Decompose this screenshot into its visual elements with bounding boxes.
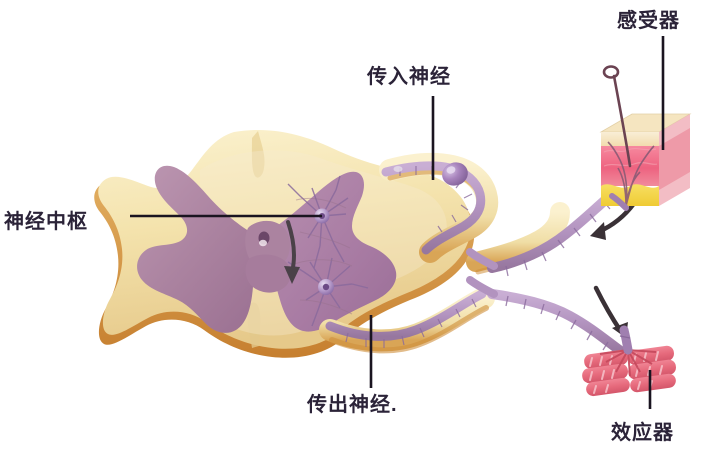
receptor-branch-nodes: [505, 201, 611, 277]
gray-matter-right: [268, 171, 397, 332]
gray-matter-left: [137, 165, 255, 333]
dorsal-median-sulcus: [251, 131, 265, 178]
receptor-branch-fiber: [487, 191, 615, 273]
label-receptor: 感受器: [617, 10, 680, 32]
receptor-pin-head: [602, 65, 620, 79]
receptor-pin-shaft: [612, 74, 632, 168]
neuron-lower: [287, 257, 369, 327]
label-afferent-nerve: 传入神经: [367, 66, 451, 88]
efferent-sheath-shadow: [329, 305, 489, 354]
effector-branch-nodes: [505, 295, 609, 351]
peripheral-nerve-trunk: [466, 191, 627, 357]
effector-muscle: [582, 325, 676, 397]
gray-matter-bridge-lower: [245, 254, 291, 293]
receptor-skin-block: [599, 65, 692, 211]
spinal-cord-cross-section: [94, 129, 475, 358]
skin-epidermis: [601, 132, 659, 146]
motor-end-plate: [599, 349, 657, 377]
receptor-nerve-entry: [609, 193, 629, 211]
arrow-intracord: [284, 220, 300, 284]
efferent-fiber: [325, 289, 487, 341]
sensory-nerve-endings: [607, 141, 655, 207]
skin-side-face-shade: [659, 128, 690, 190]
efferent-nerve-pathway: [319, 287, 495, 354]
trunk-sheath: [466, 202, 570, 272]
ventral-median-fissure: [247, 302, 261, 348]
label-effector: 效应器: [611, 422, 674, 444]
label-efferent-nerve: 传出神经.: [307, 394, 398, 416]
afferent-fiber: [381, 161, 486, 255]
dorsal-root-ganglion: [442, 162, 468, 186]
motor-nerve-terminal: [619, 325, 633, 355]
motor-nerve-terminal-node: [619, 335, 631, 339]
efferent-fiber-nodes: [345, 298, 477, 348]
central-canal-highlight: [259, 239, 267, 247]
afferent-nerve-pathway: [379, 152, 499, 263]
leader-lines: [130, 36, 665, 409]
label-nerve-center: 神经中枢: [4, 211, 88, 233]
gray-matter-fiber-texture: [293, 197, 353, 315]
effector-branch-fiber: [487, 289, 627, 357]
neuron-upper-dendrites: [287, 175, 349, 269]
afferent-node: [393, 166, 403, 172]
trunk-root-fiber: [466, 248, 498, 298]
